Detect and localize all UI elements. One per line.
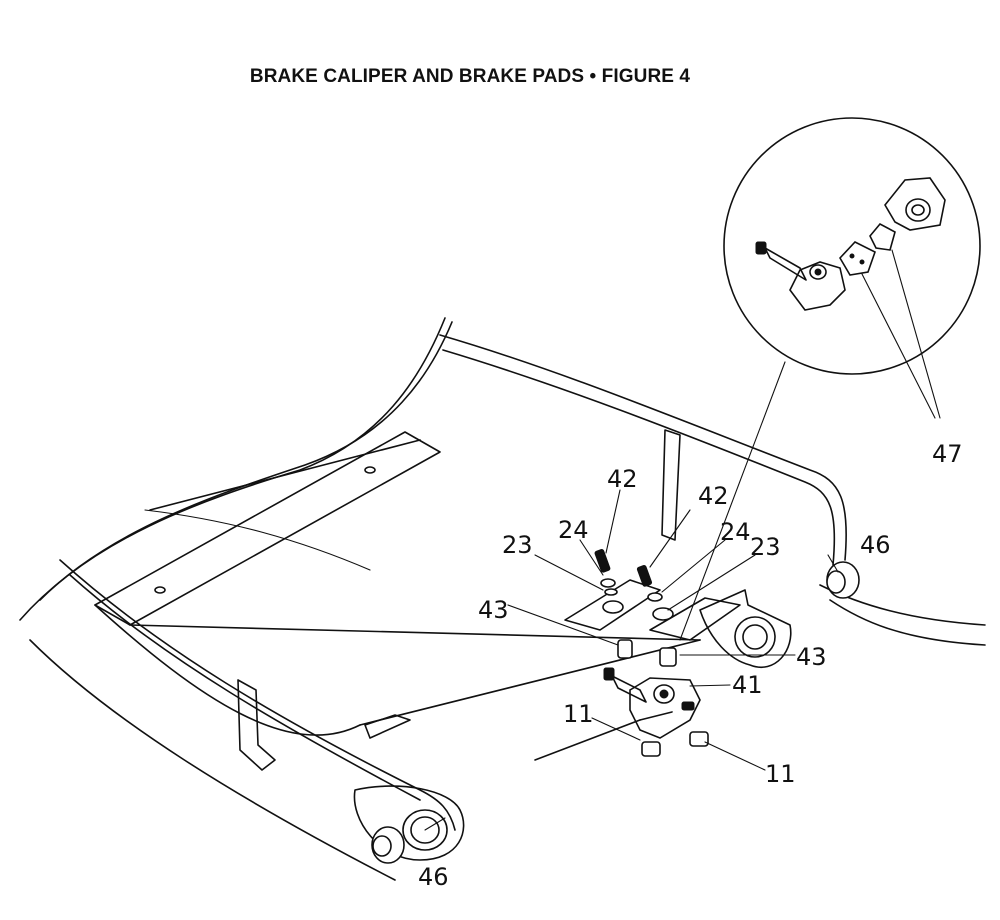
bearing-46-lower — [371, 826, 405, 864]
leader-lines — [507, 361, 839, 771]
callout-24-right: 24 — [720, 518, 751, 546]
callout-24-left: 24 — [558, 516, 589, 544]
spacer-43-left — [617, 639, 633, 659]
callout-11-right: 11 — [765, 760, 796, 788]
callout-43-left: 43 — [478, 596, 509, 624]
detail-caliper-half — [884, 177, 946, 231]
callout-42-right: 42 — [698, 482, 729, 510]
detail-caliper — [755, 241, 846, 311]
callout-11-left: 11 — [563, 700, 594, 728]
kart-frame — [19, 317, 986, 881]
nut-11-right — [689, 731, 709, 747]
callout-46-lower: 46 — [418, 863, 449, 891]
brake-caliper-41 — [603, 667, 701, 739]
callout-labels: 47 46 42 42 24 24 23 23 43 43 41 11 11 4… — [418, 440, 963, 891]
callout-46-upper: 46 — [860, 531, 891, 559]
callout-42-left: 42 — [607, 465, 638, 493]
nut-11-left — [641, 741, 661, 757]
bolt-42-left — [594, 549, 618, 596]
figure-title: BRAKE CALIPER AND BRAKE PADS • FIGURE 4 — [249, 66, 691, 87]
detail-view-circle — [723, 117, 981, 419]
bolt-42-right — [636, 564, 663, 602]
bearing-46-upper — [826, 561, 860, 599]
caliper-bracket — [564, 579, 741, 641]
brake-pad-outer — [869, 222, 896, 251]
brake-pad-inner — [839, 241, 876, 276]
callout-43-right: 43 — [796, 643, 827, 671]
callout-23-left: 23 — [502, 531, 533, 559]
callout-41: 41 — [732, 671, 763, 699]
callout-47: 47 — [932, 440, 963, 468]
callout-23-right: 23 — [750, 533, 781, 561]
spacer-43-right — [659, 647, 677, 667]
